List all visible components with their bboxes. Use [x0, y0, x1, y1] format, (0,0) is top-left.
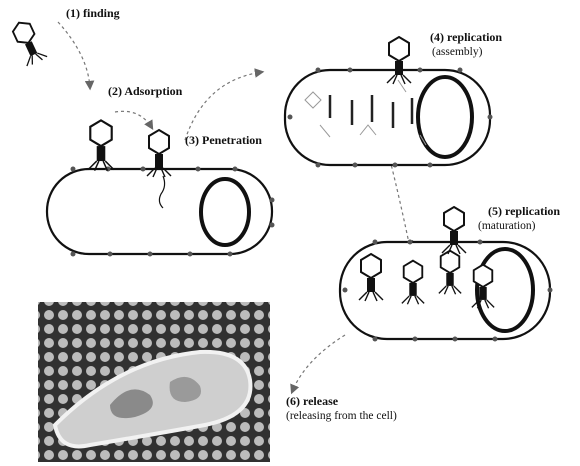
attached-phage-icon: [88, 120, 114, 170]
host-cell-assembly: [285, 68, 493, 168]
arrow-penetration-to-replication: [185, 72, 262, 140]
step-3-label: (3) Penetration: [185, 133, 262, 148]
host-cell-adsorption: [47, 167, 275, 257]
arrow-finding-to-adsorption: [58, 22, 90, 88]
step-5-label: (5) replication: [488, 204, 560, 219]
arrow-maturation-to-release: [292, 335, 345, 392]
step-4-label: (4) replication: [430, 30, 502, 45]
step-5-sublabel: (maturation): [478, 220, 535, 232]
step-6-sublabel: (releasing from the cell): [286, 410, 397, 422]
step-6-label: (6) release: [286, 394, 338, 409]
free-phage-icon: [9, 18, 48, 67]
step-2-label: (2) Adsorption: [108, 84, 182, 99]
micrograph-photo: [38, 302, 270, 462]
arrow-assembly-to-maturation: [390, 160, 410, 248]
arrow-adsorption-to-penetration: [115, 111, 152, 128]
step-1-label: (1) finding: [66, 6, 120, 21]
step-4-sublabel: (assembly): [432, 46, 482, 58]
